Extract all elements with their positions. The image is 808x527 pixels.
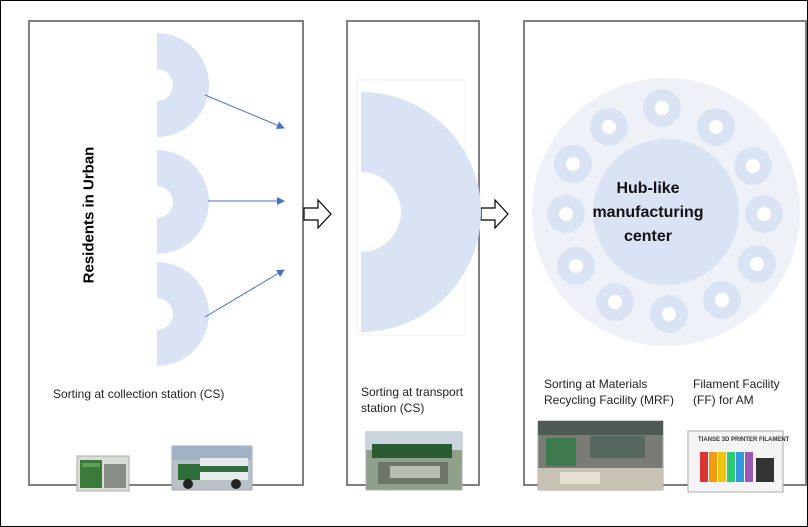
satellite-node — [554, 145, 592, 183]
collection-station-shape-3 — [157, 262, 209, 366]
satellite-node — [734, 147, 772, 185]
satellite-node — [557, 247, 595, 285]
filament-photo-text: TIANSE 3D PRINTER FILAMENT — [698, 437, 790, 443]
satellite-node — [738, 245, 776, 283]
collection-station-shape-1 — [157, 33, 209, 137]
mrf-caption-line2: Recycling Facility (MRF) — [544, 393, 675, 407]
garbage-truck-photo — [171, 445, 253, 491]
satellite-node — [590, 108, 628, 146]
satellite-node — [650, 295, 688, 333]
hub-title: Hub-like manufacturing center — [568, 177, 728, 249]
collection-panel — [28, 20, 304, 486]
mrf-facility-photo — [537, 420, 664, 491]
flow-arrow-3 — [204, 269, 285, 318]
hub-title-line1: Hub-like — [616, 180, 680, 197]
satellite-node — [547, 195, 585, 233]
transport-caption-line1: Sorting at transport — [361, 385, 464, 399]
block-arrow-2 — [480, 198, 509, 230]
hub-title-line3: center — [623, 228, 673, 245]
collection-station-shape-2 — [157, 150, 209, 254]
hub-center — [593, 139, 739, 285]
flow-arrow-1 — [204, 94, 285, 129]
block-arrow-1 — [303, 198, 332, 230]
collection-bins-photo — [76, 455, 130, 492]
satellite-node — [596, 283, 634, 321]
hub-title-line2: manufacturing — [592, 204, 704, 221]
transport-station-photo — [365, 431, 463, 491]
satellite-node — [745, 195, 783, 233]
mrf-caption-line1: Sorting at Materials — [544, 377, 648, 391]
ff-caption-line1: Filament Facility — [693, 377, 780, 391]
hub-satellites — [547, 89, 783, 333]
satellite-node — [643, 89, 681, 127]
residents-label: Residents in Urban — [80, 146, 98, 284]
collection-caption: Sorting at collection station (CS) — [53, 387, 225, 401]
transport-caption-line2: station (CS) — [361, 401, 425, 415]
satellite-node — [697, 108, 735, 146]
filament-photo — [687, 430, 784, 493]
satellite-node — [703, 281, 741, 319]
ff-caption-line2: (FF) for AM — [693, 393, 754, 407]
transport-station-shape — [361, 92, 481, 332]
